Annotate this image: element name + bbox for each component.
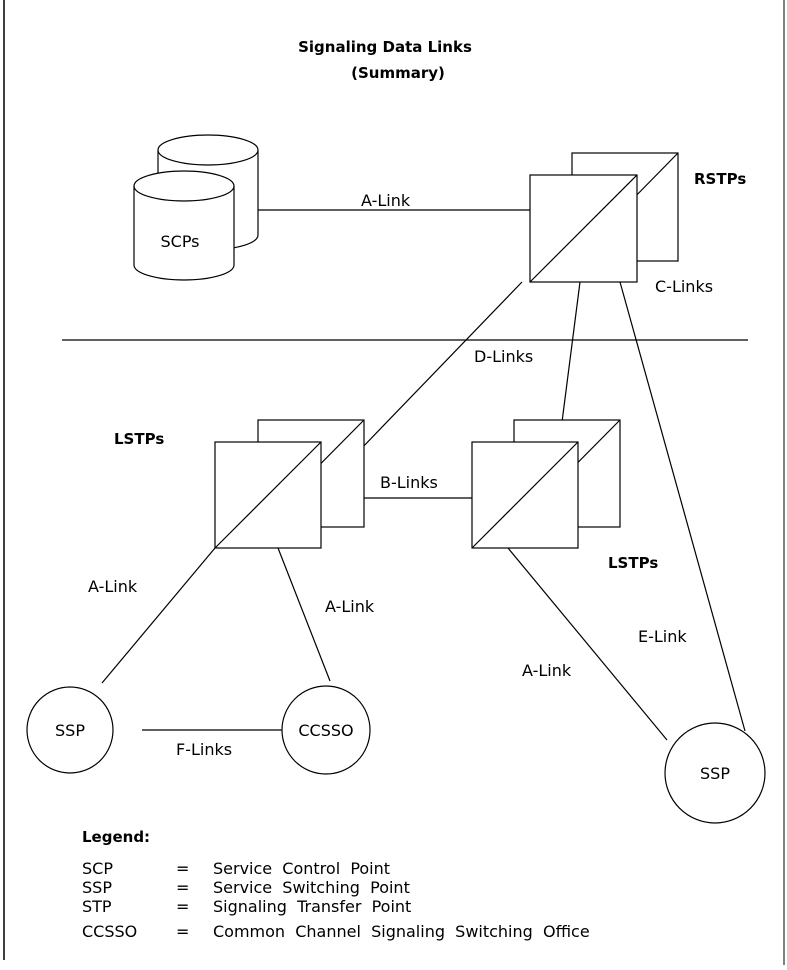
e-link-line bbox=[619, 281, 746, 732]
ssp-right-label: SSP bbox=[700, 764, 730, 783]
legend-equals: = bbox=[176, 897, 189, 916]
link-lines bbox=[101, 209, 746, 741]
d-link-left-line bbox=[357, 281, 523, 453]
diagram-title: Signaling Data Links bbox=[298, 38, 472, 56]
lstp-left-label: LSTPs bbox=[114, 430, 164, 448]
lstp-right-icon bbox=[471, 419, 621, 549]
a-link-ccsso-label: A-Link bbox=[325, 597, 375, 616]
scp-label: SCPs bbox=[160, 232, 199, 251]
a-link-left-label: A-Link bbox=[88, 577, 138, 596]
a-link-right-label: A-Link bbox=[522, 661, 572, 680]
rstp-label: RSTPs bbox=[694, 170, 746, 188]
a-link-ccsso-line bbox=[277, 547, 331, 682]
legend-heading: Legend: bbox=[82, 828, 150, 846]
ssp-right-circle bbox=[664, 722, 766, 824]
diagram-subtitle: (Summary) bbox=[351, 64, 445, 82]
a-link-scp-label: A-Link bbox=[361, 191, 411, 210]
e-link-label: E-Link bbox=[638, 627, 687, 646]
f-links-label: F-Links bbox=[176, 740, 232, 759]
legend-desc: Signaling Transfer Point bbox=[213, 897, 411, 916]
legend: Legend: SCP = Service Control Point SSP … bbox=[82, 828, 590, 941]
legend-abbr: CCSSO bbox=[82, 922, 137, 941]
ssp-left-label: SSP bbox=[55, 721, 85, 740]
scp-database-icon bbox=[133, 134, 259, 281]
legend-equals: = bbox=[176, 922, 189, 941]
legend-equals: = bbox=[176, 878, 189, 897]
d-link-line bbox=[561, 281, 581, 423]
lstp-left-icon bbox=[214, 419, 365, 549]
a-link-right-line bbox=[507, 547, 668, 741]
ssp-left-circle bbox=[26, 686, 114, 774]
lstp-right-label: LSTPs bbox=[608, 554, 658, 572]
legend-desc: Common Channel Signaling Switching Offic… bbox=[213, 922, 590, 941]
a-link-left-line bbox=[101, 547, 216, 684]
d-links-label: D-Links bbox=[474, 347, 533, 366]
legend-desc: Service Control Point bbox=[213, 859, 390, 878]
b-links-label: B-Links bbox=[380, 473, 438, 492]
legend-abbr: STP bbox=[82, 897, 112, 916]
legend-equals: = bbox=[176, 859, 189, 878]
c-links-label: C-Links bbox=[655, 277, 713, 296]
ccsso-circle bbox=[281, 685, 371, 775]
legend-abbr: SSP bbox=[82, 878, 112, 897]
legend-abbr: SCP bbox=[82, 859, 113, 878]
rstp-icon bbox=[529, 152, 679, 283]
ccsso-label: CCSSO bbox=[298, 721, 353, 740]
legend-desc: Service Switching Point bbox=[213, 878, 410, 897]
